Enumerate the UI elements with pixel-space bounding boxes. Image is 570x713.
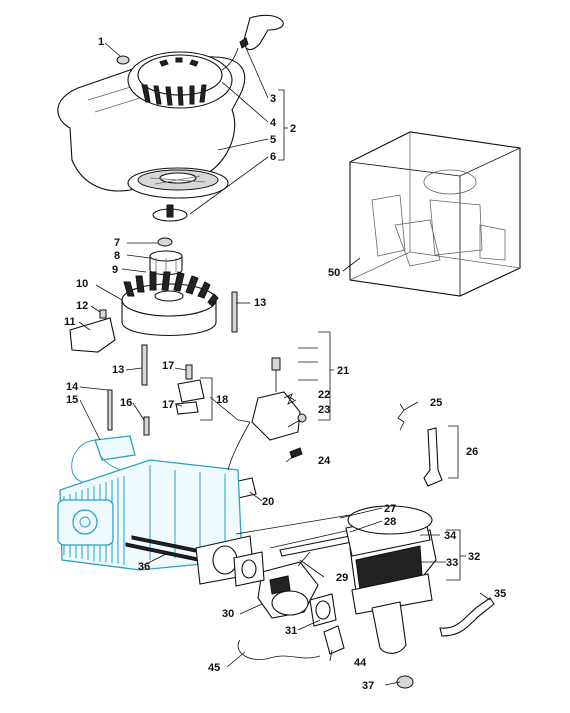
label-7: 7 bbox=[114, 237, 120, 249]
spring-25 bbox=[397, 403, 405, 431]
starter-sleeve bbox=[149, 250, 183, 276]
label-14: 14 bbox=[66, 381, 79, 393]
label-1: 1 bbox=[98, 36, 104, 48]
label-23: 23 bbox=[318, 404, 330, 416]
label-13-lower: 13 bbox=[112, 364, 124, 376]
label-20: 20 bbox=[262, 496, 274, 508]
gaskets bbox=[195, 535, 265, 587]
cylinder-block bbox=[57, 459, 243, 571]
stud-13a bbox=[141, 344, 148, 386]
flywheel bbox=[121, 271, 219, 337]
label-21: 21 bbox=[337, 365, 349, 377]
label-2: 2 bbox=[290, 123, 296, 135]
screw-16 bbox=[143, 416, 150, 436]
label-25: 25 bbox=[430, 397, 442, 409]
label-28: 28 bbox=[384, 516, 396, 528]
label-13-upper: 13 bbox=[254, 297, 266, 309]
flywheel-nut bbox=[157, 237, 173, 247]
label-11: 11 bbox=[64, 316, 76, 328]
label-3: 3 bbox=[270, 93, 276, 105]
screw-12 bbox=[99, 309, 107, 319]
label-16: 16 bbox=[120, 397, 132, 409]
governor-rod bbox=[227, 421, 251, 471]
part-numbers: 1 2 3 4 5 6 7 8 9 10 11 12 13 13 14 15 1… bbox=[64, 36, 506, 692]
label-4: 4 bbox=[270, 117, 277, 129]
label-17-upper: 17 bbox=[162, 360, 174, 372]
label-8: 8 bbox=[114, 250, 120, 262]
label-18: 18 bbox=[216, 394, 228, 406]
label-24: 24 bbox=[318, 455, 331, 467]
screw-24 bbox=[289, 447, 303, 459]
cover-vents bbox=[141, 57, 207, 106]
label-36: 36 bbox=[138, 561, 150, 573]
label-5: 5 bbox=[270, 134, 276, 146]
leader-lines bbox=[78, 42, 491, 686]
gasket-31 bbox=[309, 593, 337, 627]
starter-pulley bbox=[127, 167, 229, 199]
label-15: 15 bbox=[66, 394, 78, 406]
fuel-hose-45 bbox=[237, 639, 321, 660]
recoil-starter-cover bbox=[57, 47, 246, 192]
air-filter-assembly bbox=[345, 505, 437, 654]
label-10: 10 bbox=[76, 278, 88, 290]
label-37: 37 bbox=[362, 680, 374, 692]
label-17-lower: 17 bbox=[162, 399, 174, 411]
nut-part-1 bbox=[116, 55, 130, 65]
label-12: 12 bbox=[76, 300, 88, 312]
label-6: 6 bbox=[270, 151, 276, 163]
complete-engine-box bbox=[349, 131, 521, 297]
starter-handle bbox=[239, 14, 284, 51]
carburetor bbox=[257, 551, 319, 619]
label-33: 33 bbox=[446, 557, 458, 569]
label-50: 50 bbox=[328, 267, 340, 279]
label-32: 32 bbox=[468, 551, 480, 563]
label-35: 35 bbox=[494, 588, 506, 600]
label-22: 22 bbox=[318, 389, 330, 401]
label-44: 44 bbox=[354, 657, 367, 669]
label-31: 31 bbox=[285, 625, 297, 637]
governor-parts-17-18 bbox=[175, 364, 205, 415]
stud-13b bbox=[231, 291, 238, 333]
label-27: 27 bbox=[384, 503, 396, 515]
flywheel-fins bbox=[123, 271, 219, 307]
label-26: 26 bbox=[466, 446, 478, 458]
starter-cup bbox=[152, 204, 188, 222]
label-34: 34 bbox=[444, 530, 457, 542]
primer-44 bbox=[323, 625, 345, 655]
label-9: 9 bbox=[112, 264, 118, 276]
label-30: 30 bbox=[222, 608, 234, 620]
coil-cover-11 bbox=[69, 317, 116, 353]
label-29: 29 bbox=[336, 572, 348, 584]
label-45: 45 bbox=[208, 662, 220, 674]
stud-14 bbox=[107, 389, 113, 431]
breather-hose-35 bbox=[439, 597, 495, 637]
throttle-cables bbox=[235, 514, 353, 557]
throttle-lever-26 bbox=[423, 427, 443, 487]
engine-ghost bbox=[371, 169, 506, 267]
cap-37 bbox=[396, 675, 414, 689]
